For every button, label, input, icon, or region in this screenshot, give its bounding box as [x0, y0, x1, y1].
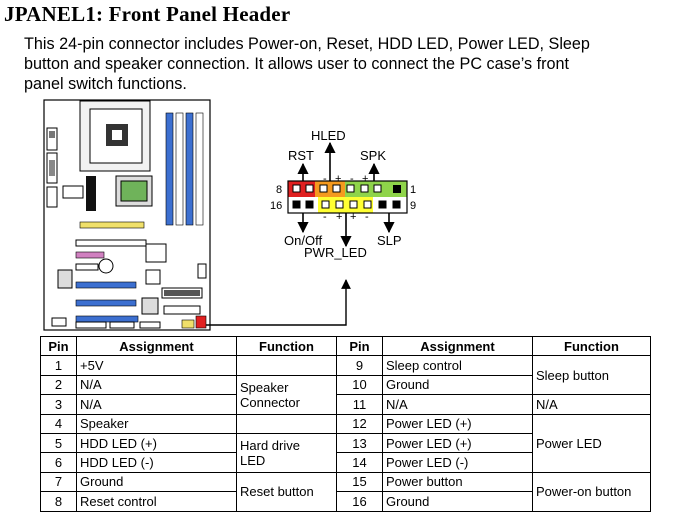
- page-title: JPANEL1: Front Panel Header: [4, 2, 291, 26]
- pin-assignment: Ground: [76, 471, 237, 493]
- onoff-label: On/Off: [284, 233, 322, 248]
- pin-assignment: Power LED (+): [382, 432, 533, 454]
- pin16-label: 16: [270, 200, 282, 212]
- pin-assignment: HDD LED (-): [76, 452, 237, 473]
- pin-assignment: HDD LED (+): [76, 432, 237, 454]
- description-line: This 24-pin connector includes Power-on,…: [24, 35, 590, 53]
- pin-assignment: N/A: [76, 394, 237, 415]
- pin-function: Power LED: [532, 413, 651, 473]
- table-row: 4 Speaker 12 Power LED (+) Power LED: [40, 413, 651, 473]
- pin-assignment: Sleep control: [382, 355, 533, 376]
- rst-label: RST: [288, 148, 314, 163]
- pwr-led-label: PWR_LED: [304, 245, 367, 260]
- function-line: Connector: [240, 394, 300, 410]
- pin-assignment: N/A: [76, 374, 237, 396]
- pin9-label: 9: [410, 200, 416, 212]
- pin-function: Power-on button: [532, 471, 651, 512]
- pin-number: 9: [336, 355, 383, 376]
- front-panel-diagram: HLED RST SPK 8 1 16 9 On/Off PWR_LED SLP…: [43, 99, 416, 331]
- function-line: LED: [240, 452, 266, 468]
- pin-number: 1: [40, 355, 77, 376]
- hled-label: HLED: [311, 128, 346, 143]
- pin8-label: 8: [276, 184, 282, 196]
- polarity-mark: +: [336, 211, 342, 223]
- column-header: Pin: [40, 335, 77, 357]
- pin-number: 14: [336, 452, 383, 473]
- pin-number: 11: [336, 394, 383, 415]
- header-pin-block: [287, 180, 408, 214]
- motherboard-illustration: [43, 99, 211, 331]
- pin-number: 3: [40, 394, 77, 415]
- column-header: Assignment: [76, 335, 237, 357]
- pin-assignment: Ground: [382, 374, 533, 396]
- description-line: panel switch functions.: [24, 75, 187, 93]
- table-row: 6 HDD LED (-) 14 Power LED (-): [40, 452, 651, 473]
- table-row: 7 Ground Reset button 15 Power button Po…: [40, 471, 651, 512]
- column-header: Assignment: [382, 335, 533, 357]
- pin-assignment: +5V: [76, 355, 237, 376]
- pin-function: Sleep button: [532, 355, 651, 396]
- function-line: Hard drive: [240, 437, 300, 453]
- pin-number: 2: [40, 374, 77, 396]
- pin-number: 5: [40, 432, 77, 454]
- pin-number: 16: [336, 491, 383, 512]
- pin-function: [236, 355, 337, 376]
- pin-function: N/A: [532, 394, 651, 415]
- polarity-mark: -: [323, 211, 327, 223]
- polarity-mark: -: [365, 211, 369, 223]
- column-header: Function: [236, 335, 337, 357]
- spk-label: SPK: [360, 148, 386, 163]
- pin-number: 12: [336, 413, 383, 434]
- column-header: Pin: [336, 335, 383, 357]
- polarity-mark: +: [350, 211, 356, 223]
- pin-number: 6: [40, 452, 77, 473]
- polarity-mark: +: [335, 173, 341, 185]
- table-row: 3 N/A 11 N/A N/A: [40, 394, 651, 415]
- pin-number: 7: [40, 471, 77, 493]
- table-row: 8 Reset control 16 Ground: [40, 491, 651, 512]
- polarity-mark: +: [362, 173, 368, 185]
- pin-assignment: Ground: [382, 491, 533, 512]
- function-line: Speaker: [240, 379, 289, 395]
- column-header: Function: [532, 335, 651, 357]
- pin-number: 4: [40, 413, 77, 434]
- table-header-row: Pin Assignment Function Pin Assignment F…: [40, 335, 651, 357]
- pin-assignment: Speaker: [76, 413, 237, 434]
- table-row: 1 +5V 9 Sleep control Sleep button: [40, 355, 651, 396]
- pin-number: 13: [336, 432, 383, 454]
- pin-assignment: Power LED (-): [382, 452, 533, 473]
- connection-arrow: [206, 279, 351, 326]
- pin-number: 8: [40, 491, 77, 512]
- pin-assignment: Reset control: [76, 491, 237, 512]
- polarity-mark: -: [350, 173, 354, 185]
- description-line: button and speaker connection. It allows…: [24, 55, 569, 73]
- pin1-label: 1: [410, 184, 416, 196]
- pin-number: 10: [336, 374, 383, 396]
- pin-number: 15: [336, 471, 383, 493]
- pin-assignment: Power button: [382, 471, 533, 493]
- pin-function: [236, 413, 337, 434]
- polarity-mark: -: [323, 173, 327, 185]
- pin-function: Reset button: [236, 471, 337, 512]
- slp-label: SLP: [377, 233, 402, 248]
- description: This 24-pin connector includes Power-on,…: [24, 34, 674, 94]
- pin-assignment: Power LED (+): [382, 413, 533, 434]
- pin-assignment: N/A: [382, 394, 533, 415]
- pin-assignment-table: Pin Assignment Function Pin Assignment F…: [40, 335, 651, 512]
